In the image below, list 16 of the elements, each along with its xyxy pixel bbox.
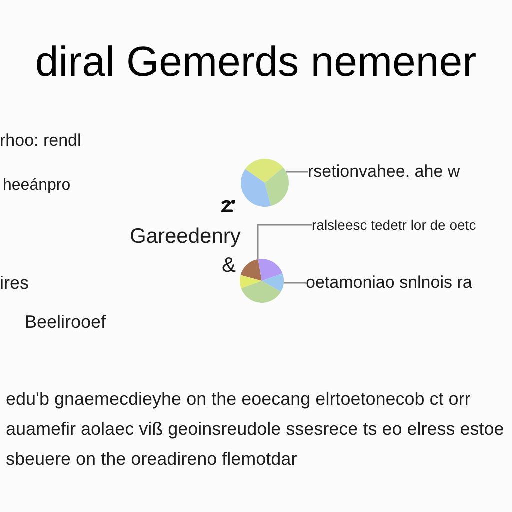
pie-chart (241, 159, 289, 207)
callout-text: rsetionvahee. ahe w (308, 161, 460, 183)
leader-line (284, 282, 306, 284)
callout-text: ralsleesc tedetr lor de oetc (312, 216, 476, 235)
pie-chart (240, 259, 284, 303)
side-label: ires (0, 272, 30, 294)
side-label: heeánpro (3, 176, 71, 196)
callout-text: oetamoniao snlnois ra (306, 272, 472, 294)
leader-line (257, 224, 312, 260)
paragraph: edu'b gnaemecdieyhe on the eoecang elrtoetonecob ct orr auamefir aolaec viß geoinsreudole ssesrece ts eo elress estoe sbeuere on the oreadireno flemotdar (6, 388, 506, 471)
title: diral Gemerds nemener (34, 37, 478, 87)
leader-line (286, 171, 308, 173)
side-label: Beelirooef (25, 311, 106, 333)
ampersand-label: & (222, 253, 236, 279)
side-label: rhoo: rendl (0, 130, 82, 152)
heading-label: Gareedenry (130, 224, 241, 250)
